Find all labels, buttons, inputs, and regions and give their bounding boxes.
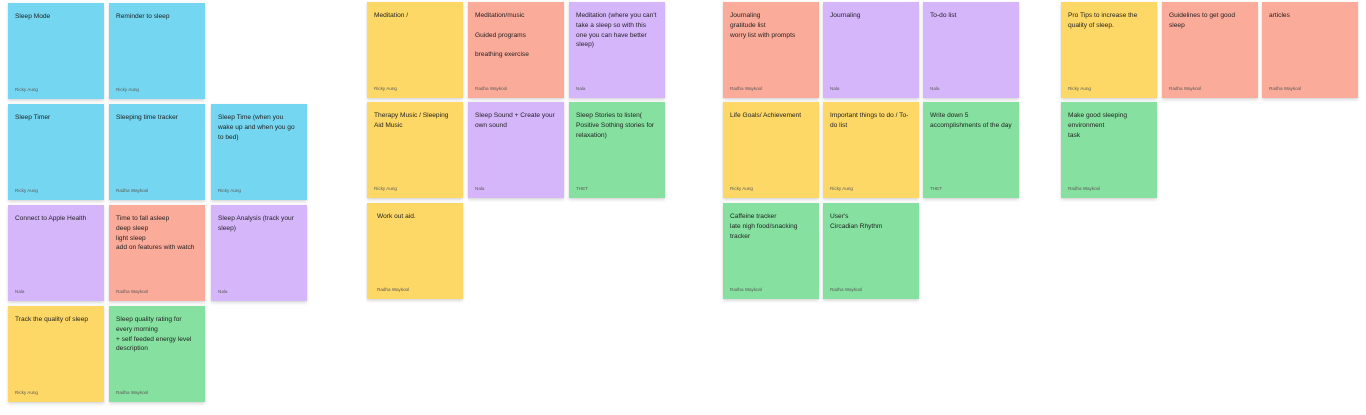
note-text: Write down 5 accomplishments of the day [930,112,1012,129]
note-text: Meditation/music Guided programs breathi… [475,12,529,59]
note-text: Sleep Time (when you wake up and when yo… [218,114,295,141]
sticky-note-accomplishments[interactable]: Write down 5 accomplishments of the day … [923,102,1019,198]
note-author: Radha Waykool [830,287,863,292]
note-text: Track the quality of sleep [15,316,89,323]
sticky-note-sleep-quality-rating[interactable]: Sleep quality rating for every morning +… [109,306,205,402]
note-text: Meditation / [374,12,409,19]
sticky-note-circadian-rhythm[interactable]: User's Circadian Rhythm Radha Waykool [823,203,919,299]
sticky-note-sleep-analysis[interactable]: Sleep Analysis (track your sleep) Nala [211,205,307,301]
sticky-note-articles[interactable]: articles Radha Waykool [1262,2,1358,98]
sticky-note-meditation-music[interactable]: Meditation/music Guided programs breathi… [468,2,564,98]
note-text: Caffeine tracker late nigh food/snacking… [730,213,798,240]
note-author: Ricky Aung [374,86,397,91]
note-author: Nala [218,289,228,294]
sticky-note-pro-tips[interactable]: Pro Tips to increase the quality of slee… [1061,2,1157,98]
note-author: Ricky Aung [218,188,241,193]
note-text: To-do list [930,12,957,19]
sticky-note-sleep-stories[interactable]: Sleep Stories to listen( Positive Sothin… [569,102,665,198]
note-author: Ricky Aung [15,188,38,193]
note-author: Radha Waykool [475,86,508,91]
note-author: THET [576,186,588,191]
note-text: Sleep Analysis (track your sleep) [218,215,294,232]
note-text: Reminder to sleep [116,13,170,20]
sticky-note-work-out-aid[interactable]: Work out aid. Radha Waykool [367,203,463,299]
note-text: Pro Tips to increase the quality of slee… [1068,12,1138,29]
sticky-note-time-to-fall-asleep[interactable]: Time to fall asleep deep sleep light sle… [109,205,205,301]
note-text: Journaling gratitude list worry list wit… [730,12,796,39]
note-author: Radha Waykool [116,188,149,193]
note-author: Nala [830,86,840,91]
note-author: Radha Waykool [377,287,410,292]
note-author: Ricky Aung [830,186,853,191]
sticky-note-therapy-music[interactable]: Therapy Music / Sleeping Aid Music Ricky… [367,102,463,198]
sticky-note-connect-apple-health[interactable]: Connect to Apple Health Nala [8,205,104,301]
sticky-note-sleep-time[interactable]: Sleep Time (when you wake up and when yo… [211,104,307,200]
note-text: Guidelines to get good sleep [1169,12,1235,29]
note-author: Radha Waykool [1169,86,1202,91]
note-author: Ricky Aung [15,87,38,92]
note-text: Time to fall asleep deep sleep light sle… [116,215,195,252]
note-author: Radha Waykool [730,86,763,91]
sticky-note-sleeping-time-tracker[interactable]: Sleeping time tracker Radha Waykool [109,104,205,200]
note-author: Radha Waykool [730,287,763,292]
note-author: Radha Waykool [116,390,149,395]
sticky-note-life-goals[interactable]: Life Goals/ Achievement Ricky Aung [723,102,819,198]
note-author: Nala [475,186,485,191]
note-author: Ricky Aung [15,390,38,395]
note-author: Radha Waykool [1269,86,1302,91]
note-text: User's Circadian Rhythm [830,213,883,230]
sticky-note-track-quality-of-sleep[interactable]: Track the quality of sleep Ricky Aung [8,306,104,402]
sticky-note-sleep-sound[interactable]: Sleep Sound + Create your own sound Nala [468,102,564,198]
sticky-note-meditation-better-sleep[interactable]: Meditation (where you can't take a sleep… [569,2,665,98]
note-author: Radha Waykool [1068,186,1101,191]
note-author: Ricky Aung [374,186,397,191]
sticky-note-journaling[interactable]: Journaling Nala [823,2,919,98]
sticky-note-guidelines[interactable]: Guidelines to get good sleep Radha Wayko… [1162,2,1258,98]
sticky-note-to-do-list[interactable]: To-do list Nala [923,2,1019,98]
sticky-note-meditation[interactable]: Meditation / Ricky Aung [367,2,463,98]
note-author: Ricky Aung [116,87,139,92]
note-text: Important things to do / To-do list [830,112,909,129]
note-text: Sleep Timer [15,114,51,121]
sticky-note-reminder-to-sleep[interactable]: Reminder to sleep Ricky Aung [109,3,205,99]
note-author: Nala [15,289,25,294]
note-text: Make good sleeping environment task [1068,112,1128,139]
sticky-note-important-things[interactable]: Important things to do / To-do list Rick… [823,102,919,198]
note-text: Sleep Mode [15,13,51,20]
note-text: Sleep quality rating for every morning +… [116,316,192,353]
note-text: articles [1269,12,1290,19]
note-text: Journaling [830,12,861,19]
note-text: Connect to Apple Health [15,215,87,222]
note-text: Therapy Music / Sleeping Aid Music [374,112,449,129]
sticky-note-sleeping-environment[interactable]: Make good sleeping environment task Radh… [1061,102,1157,198]
note-text: Sleep Sound + Create your own sound [475,112,555,129]
note-author: Radha Waykool [116,289,149,294]
note-author: Nala [930,86,940,91]
sticky-note-sleep-timer[interactable]: Sleep Timer Ricky Aung [8,104,104,200]
note-text: Meditation (where you can't take a sleep… [576,12,657,49]
sticky-note-caffeine-tracker[interactable]: Caffeine tracker late nigh food/snacking… [723,203,819,299]
note-text: Sleep Stories to listen( Positive Sothin… [576,112,655,139]
note-text: Life Goals/ Achievement [730,112,802,119]
sticky-note-journaling-gratitude[interactable]: Journaling gratitude list worry list wit… [723,2,819,98]
note-author: Ricky Aung [1068,86,1091,91]
note-author: THET [930,186,942,191]
note-author: Ricky Aung [730,186,753,191]
note-text: Sleeping time tracker [116,114,178,121]
sticky-note-sleep-mode[interactable]: Sleep Mode Ricky Aung [8,3,104,99]
note-text: Work out aid. [377,213,416,220]
note-author: Nala [576,86,586,91]
